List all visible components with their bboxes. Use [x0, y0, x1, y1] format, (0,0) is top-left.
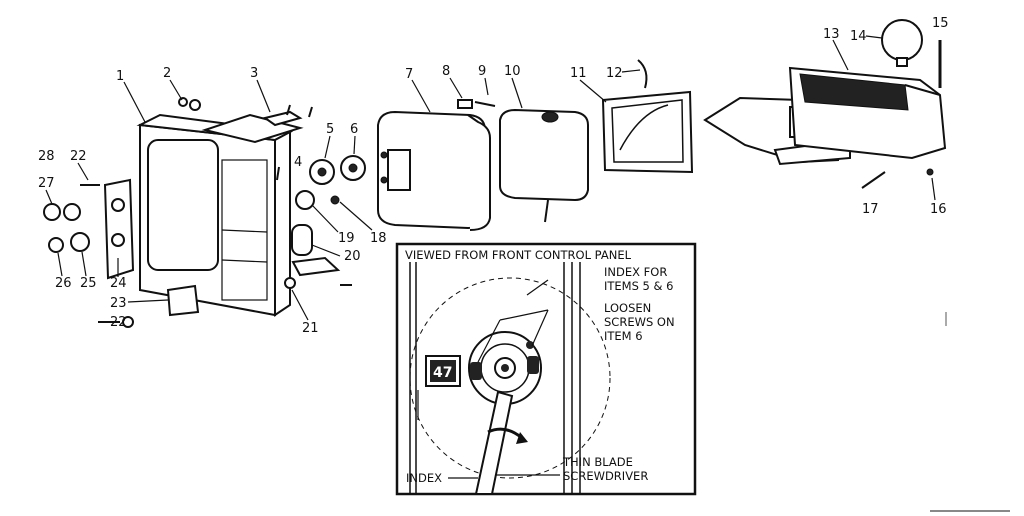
callout-7: 7 — [405, 67, 413, 82]
margin-marks — [930, 312, 1010, 512]
part-1-cabinet-front — [136, 113, 294, 317]
callout-20: 20 — [344, 249, 361, 264]
channel-number: 47 — [433, 365, 452, 381]
label-index: INDEX — [406, 471, 442, 485]
callout-22-top: 22 — [70, 149, 87, 164]
callout-8: 8 — [442, 64, 450, 79]
callout-12: 12 — [606, 66, 623, 81]
callout-11: 11 — [570, 66, 587, 81]
part-13-rear-cabinet — [788, 66, 947, 160]
part-23-board — [166, 284, 200, 317]
callout-28: 28 — [38, 149, 55, 164]
inset-title: VIEWED FROM FRONT CONTROL PANEL — [405, 248, 632, 262]
label-thin-blade: THIN BLADE — [562, 455, 633, 469]
callout-19: 19 — [338, 231, 355, 246]
callout-5: 5 — [326, 122, 334, 137]
inset-leaders — [417, 279, 560, 479]
part-3-bracket — [201, 110, 304, 144]
callout-6: 6 — [350, 122, 358, 137]
callout-3: 3 — [250, 66, 258, 81]
part-12-clip — [637, 59, 648, 89]
parts-5-6-dials — [284, 155, 366, 289]
callout-2: 2 — [163, 66, 171, 81]
tuner-dial — [468, 331, 542, 405]
index-dial-circle — [409, 277, 611, 479]
part-10-mask — [499, 108, 589, 223]
label-loosen: LOOSEN — [604, 301, 651, 315]
callout-21: 21 — [302, 321, 319, 336]
part-24-plate — [103, 178, 135, 280]
screwdriver — [474, 390, 528, 495]
callout-15: 15 — [932, 16, 949, 31]
callout-17: 17 — [862, 202, 879, 217]
label-index-for: INDEX FOR — [604, 265, 667, 279]
part-7-picture-tube — [377, 110, 491, 231]
callout-23: 23 — [110, 296, 127, 311]
callout-16: 16 — [930, 202, 947, 217]
parts-16-17 — [861, 168, 934, 189]
callout-1: 1 — [116, 69, 124, 84]
callout-13: 13 — [823, 27, 840, 42]
knobs-left — [43, 184, 134, 328]
label-item-6: ITEM 6 — [604, 329, 643, 343]
vertical-panel-lines — [409, 262, 581, 494]
callout-labels: 1 2 3 4 5 6 7 8 9 10 11 12 13 14 15 16 1… — [38, 16, 949, 336]
callout-22-bottom: 22 — [110, 315, 127, 330]
label-screwdriver: SCREWDRIVER — [563, 469, 648, 483]
callout-9: 9 — [478, 64, 486, 79]
label-screws-on: SCREWS ON — [604, 315, 675, 329]
part-14-bulb — [881, 19, 923, 67]
callout-26: 26 — [55, 276, 72, 291]
callout-27: 27 — [38, 176, 55, 191]
callout-14: 14 — [850, 29, 867, 44]
callout-4: 4 — [294, 155, 302, 170]
inset-detail-panel: VIEWED FROM FRONT CONTROL PANEL 47 — [395, 242, 697, 496]
callout-18: 18 — [370, 231, 387, 246]
label-items-5-6: ITEMS 5 & 6 — [604, 279, 673, 293]
callout-25: 25 — [80, 276, 97, 291]
part-11-yoke-frame — [601, 90, 694, 174]
callout-24: 24 — [110, 276, 127, 291]
channel-window: 47 — [425, 355, 461, 387]
part-8-9-hardware — [457, 99, 496, 109]
callout-10: 10 — [504, 64, 521, 79]
small-hardware-left — [178, 97, 313, 181]
